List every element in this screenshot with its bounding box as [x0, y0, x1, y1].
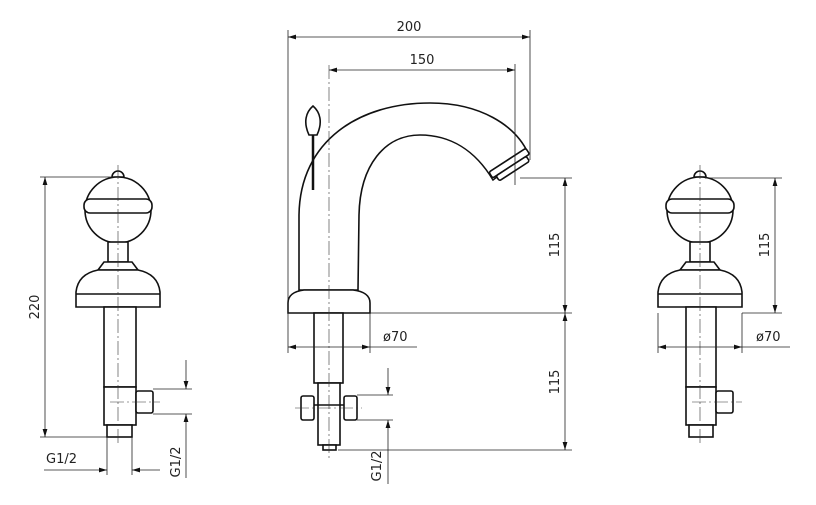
spout-height-115: 115: [548, 233, 563, 258]
right-base-diameter-70: ø70: [756, 330, 781, 345]
below-deck-115: 115: [548, 370, 563, 395]
spout: [287, 65, 530, 458]
reach-axis-150: 150: [410, 53, 435, 68]
spout-dimensions: 200 150 115 115 ø70 G1/2: [287, 20, 572, 484]
left-valve: [75, 165, 161, 445]
right-valve-dimensions: 115 ø70: [657, 177, 790, 353]
base-diameter-70: ø70: [383, 330, 408, 345]
thread-bottom-label: G1/2: [46, 452, 77, 467]
height-dim-220: 220: [28, 295, 43, 320]
spout-thread-label: G1/2: [370, 451, 385, 482]
right-valve: [657, 165, 743, 445]
left-valve-dimensions: 220 G1/2 G1/2: [28, 176, 192, 478]
thread-side-label: G1/2: [169, 447, 184, 478]
reach-total-200: 200: [397, 20, 422, 35]
right-height-115: 115: [758, 233, 773, 258]
